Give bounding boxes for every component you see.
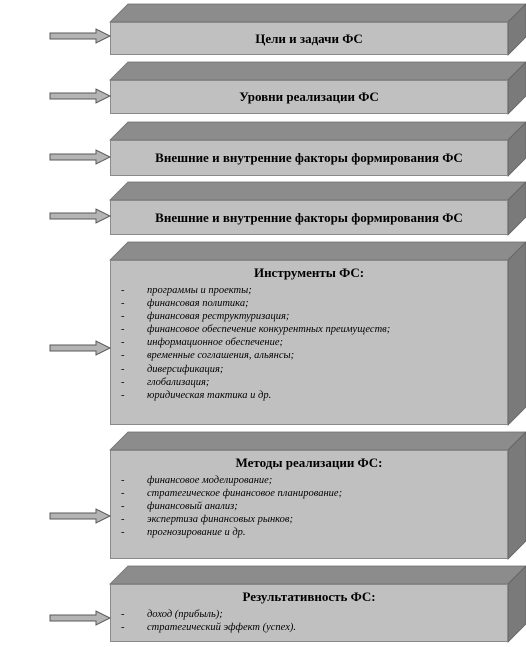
block-side-face — [507, 431, 526, 560]
bullet-dash: - — [121, 475, 125, 486]
arrow-right-icon — [49, 340, 112, 356]
list-item: - диверсификация; — [111, 363, 507, 376]
item-text: юридическая тактика и др. — [147, 389, 272, 401]
block-goals: Цели и задачи ФС — [109, 3, 526, 56]
block-factors-2: Внешние и внутренние факторы формировани… — [109, 181, 526, 236]
list-item: - временные соглашения, альянсы; — [111, 349, 507, 362]
block-front: Внешние и внутренние факторы формировани… — [110, 140, 508, 176]
block-levels: Уровни реализации ФС — [109, 61, 526, 115]
block-side-face — [507, 61, 526, 115]
block-side-face — [507, 181, 526, 236]
bullet-dash: - — [121, 376, 125, 388]
bullet-dash: - — [121, 622, 125, 634]
methods-list: - финансовое моделирование; - стратегическ… — [111, 474, 507, 539]
list-item: - прогнозирование и др. — [111, 526, 507, 539]
block-top-face — [109, 3, 526, 23]
block-top-face — [109, 431, 526, 451]
list-item: - глобализация; — [111, 376, 507, 389]
item-text: финансовое обеспечение конкурентных преи… — [147, 324, 391, 336]
block-front: Инструменты ФС: - программы и проекты; - ф… — [110, 260, 508, 425]
bullet-dash: - — [121, 311, 125, 323]
list-item: - экспертиза финансовых рынков; — [111, 513, 507, 526]
list-item: - стратегический эффект (успех). — [111, 621, 507, 634]
item-text: диверсификация; — [147, 363, 224, 375]
block-title: Методы реализации ФС: — [235, 455, 383, 470]
bullet-dash: - — [121, 285, 125, 296]
bullet-dash: - — [121, 514, 125, 526]
block-instruments: Инструменты ФС: - программы и проекты; - ф… — [109, 241, 526, 426]
results-list: - доход (прибыль); - стратегический эффект… — [111, 608, 507, 634]
bullet-dash: - — [121, 389, 125, 401]
block-top-face — [109, 61, 526, 81]
arrow-right-icon — [49, 610, 112, 626]
block-front: Внешние и внутренние факторы формировани… — [110, 200, 508, 235]
block-title: Внешние и внутренние факторы формировани… — [155, 150, 463, 165]
item-text: финансовый анализ; — [147, 501, 238, 513]
item-text: временные соглашения, альянсы; — [147, 350, 295, 362]
bullet-dash: - — [121, 363, 125, 375]
list-item: - финансовая реструктуризация; — [111, 310, 507, 323]
bullet-dash: - — [121, 298, 125, 310]
block-side-face — [507, 565, 526, 643]
arrow-right-icon — [49, 88, 112, 104]
block-title: Внешние и внутренние факторы формировани… — [155, 209, 463, 225]
bullet-dash: - — [121, 527, 125, 539]
list-item: - финансовое обеспечение конкурентных пре… — [111, 323, 507, 336]
list-item: - программы и проекты; — [111, 284, 507, 297]
arrow-right-icon — [49, 208, 112, 224]
item-text: прогнозирование и др. — [147, 527, 246, 539]
block-top-face — [109, 565, 526, 585]
item-text: финансовое моделирование; — [147, 475, 273, 486]
instruments-list: - программы и проекты; - финансовая полити… — [111, 284, 507, 402]
item-text: информационное обеспечение; — [147, 337, 284, 349]
bullet-dash: - — [121, 488, 125, 500]
item-text: стратегический эффект (успех). — [147, 622, 296, 634]
block-top-face — [109, 241, 526, 261]
arrow-right-icon — [49, 508, 112, 524]
bullet-dash: - — [121, 337, 125, 349]
item-text: стратегическое финансовое планирование; — [147, 488, 343, 500]
block-title: Цели и задачи ФС — [255, 30, 363, 46]
list-item: - информационное обеспечение; — [111, 336, 507, 349]
list-item: - доход (прибыль); — [111, 608, 507, 621]
bullet-dash: - — [121, 501, 125, 513]
block-methods: Методы реализации ФС: - финансовое модели… — [109, 431, 526, 560]
item-text: доход (прибыль); — [147, 609, 223, 620]
list-item: - стратегическое финансовое планирование; — [111, 487, 507, 500]
block-results: Результативность ФС: - доход (прибыль); -… — [109, 565, 526, 643]
list-item: - юридическая тактика и др. — [111, 389, 507, 402]
block-side-face — [507, 241, 526, 426]
block-title: Уровни реализации ФС — [239, 89, 379, 104]
block-top-face — [109, 181, 526, 201]
bullet-dash: - — [121, 609, 125, 620]
bullet-dash: - — [121, 350, 125, 362]
block-factors-1: Внешние и внутренние факторы формировани… — [109, 121, 526, 177]
list-item: - финансовый анализ; — [111, 500, 507, 513]
list-item: - финансовая политика; — [111, 297, 507, 310]
block-side-face — [507, 3, 526, 56]
list-item: - финансовое моделирование; — [111, 474, 507, 487]
block-title: Инструменты ФС: — [253, 265, 365, 280]
block-front: Результативность ФС: - доход (прибыль); -… — [110, 584, 508, 642]
arrow-right-icon — [49, 149, 112, 165]
item-text: экспертиза финансовых рынков; — [147, 514, 293, 526]
block-side-face — [507, 121, 526, 177]
block-front: Методы реализации ФС: - финансовое модели… — [110, 450, 508, 559]
arrow-right-icon — [49, 28, 112, 44]
item-text: финансовая реструктуризация; — [147, 311, 290, 323]
block-title: Результативность ФС: — [242, 589, 376, 604]
bullet-dash: - — [121, 324, 125, 336]
block-front: Уровни реализации ФС — [110, 80, 508, 114]
block-front: Цели и задачи ФС — [110, 22, 508, 55]
item-text: глобализация; — [147, 376, 210, 388]
block-top-face — [109, 121, 526, 141]
item-text: программы и проекты; — [147, 285, 252, 296]
item-text: финансовая политика; — [147, 298, 249, 310]
